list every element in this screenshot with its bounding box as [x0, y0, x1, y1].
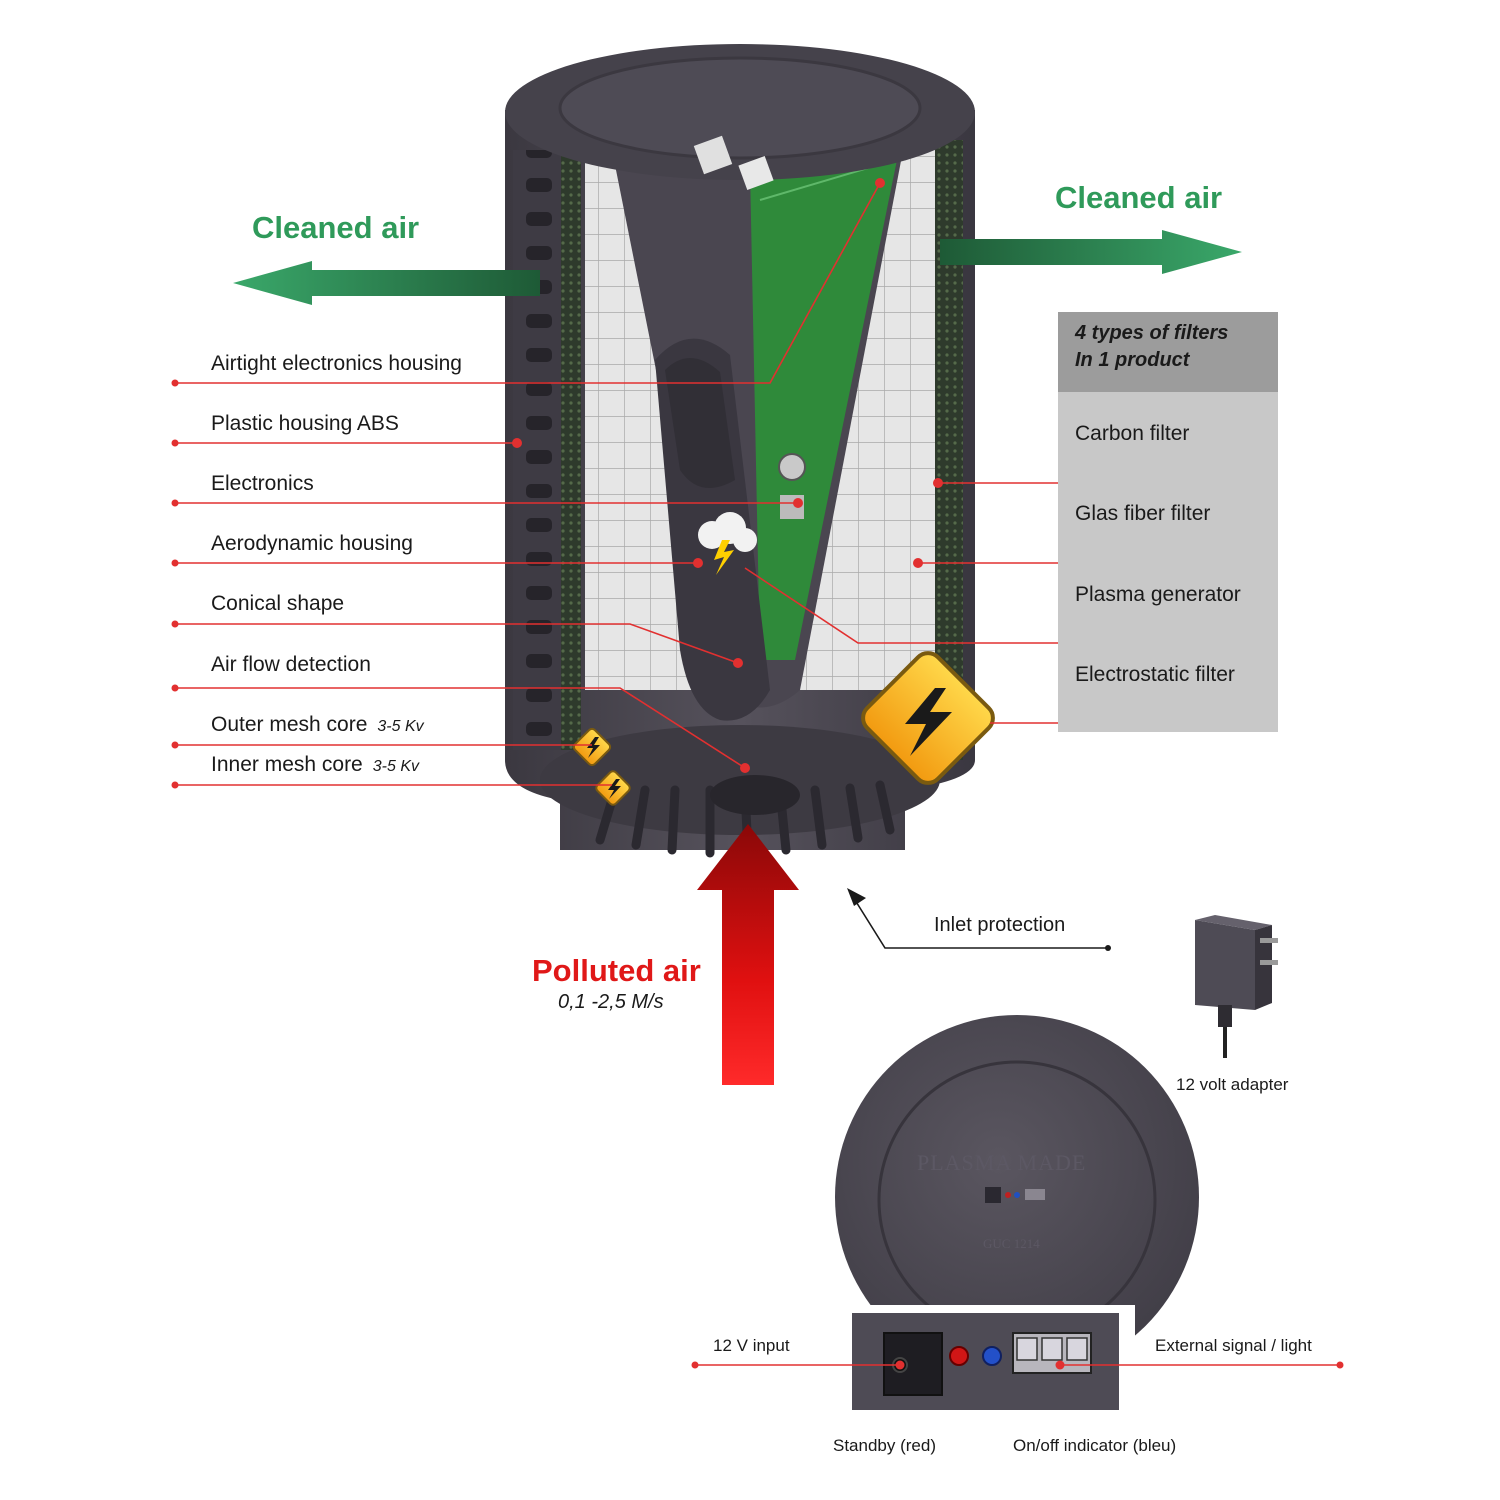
label-inlet-protection: Inlet protection: [934, 914, 1066, 936]
label-air-flow-detection: Air flow detection: [211, 653, 371, 676]
left-callout-dots: [171, 178, 885, 789]
inner-mesh-text: Inner mesh core: [211, 753, 363, 776]
polluted-air-arrow: [697, 824, 799, 1085]
filter-panel-header: 4 types of filters In 1 product: [1058, 312, 1278, 392]
label-conical-shape: Conical shape: [211, 592, 345, 615]
label-airtight-electronics-housing: Airtight electronics housing: [211, 352, 462, 375]
cleaned-air-left-arrow: [233, 261, 540, 305]
filter-types-panel: 4 types of filters In 1 product Carbon f…: [1058, 312, 1278, 732]
power-adapter-icon: [1195, 915, 1278, 1058]
label-aerodynamic-housing: Aerodynamic housing: [211, 532, 413, 555]
label-plastic-housing: Plastic housing ABS: [211, 412, 399, 435]
label-electronics: Electronics: [211, 472, 314, 495]
onoff-led: [982, 1346, 1002, 1366]
label-onoff-indicator: On/off indicator (bleu): [1013, 1436, 1177, 1455]
polluted-air-label: Polluted air: [532, 953, 701, 988]
inner-mesh-voltage: 3-5 Kv: [372, 758, 419, 775]
label-standby: Standby (red): [833, 1436, 936, 1455]
lid-model: GUC 1214: [983, 1236, 1040, 1251]
filter-glass-fiber: Glas fiber filter: [1075, 502, 1211, 525]
label-12v-input: 12 V input: [713, 1336, 790, 1355]
polluted-air-speed: 0,1 -2,5 M/s: [558, 991, 664, 1013]
label-12-volt-adapter: 12 volt adapter: [1176, 1075, 1289, 1094]
plasma-cloud-icon: [698, 512, 757, 575]
lid-brand: PLASMA MADE: [917, 1150, 1087, 1175]
cleaned-air-right-label: Cleaned air: [1055, 180, 1223, 215]
inner-mesh-voltage-icon: [595, 770, 631, 806]
filter-plasma-generator: Plasma generator: [1075, 583, 1241, 606]
filter-carbon: Carbon filter: [1075, 422, 1190, 445]
filter-electrostatic: Electrostatic filter: [1075, 663, 1235, 686]
inlet-protection-pointer: [847, 888, 1111, 951]
cleaned-air-right-arrow: [940, 230, 1242, 274]
standby-led: [949, 1346, 969, 1366]
label-inner-mesh-core: Inner mesh core 3-5 Kv: [211, 753, 419, 777]
cleaned-air-left-label: Cleaned air: [252, 210, 420, 245]
outer-mesh-text: Outer mesh core: [211, 713, 368, 736]
label-outer-mesh-core: Outer mesh core 3-5 Kv: [211, 713, 424, 737]
filter-panel-title-line2: In 1 product: [1075, 349, 1190, 371]
filter-panel-title-line1: 4 types of filters: [1075, 322, 1229, 344]
connector-panel: [850, 1305, 1135, 1410]
label-external-signal: External signal / light: [1155, 1336, 1312, 1355]
outer-mesh-voltage-icon: [572, 727, 612, 767]
outer-mesh-voltage: 3-5 Kv: [377, 718, 424, 735]
left-callout-lines: [175, 182, 881, 786]
high-voltage-warning-icon: [861, 651, 995, 785]
purifier-cutaway: [505, 44, 975, 858]
